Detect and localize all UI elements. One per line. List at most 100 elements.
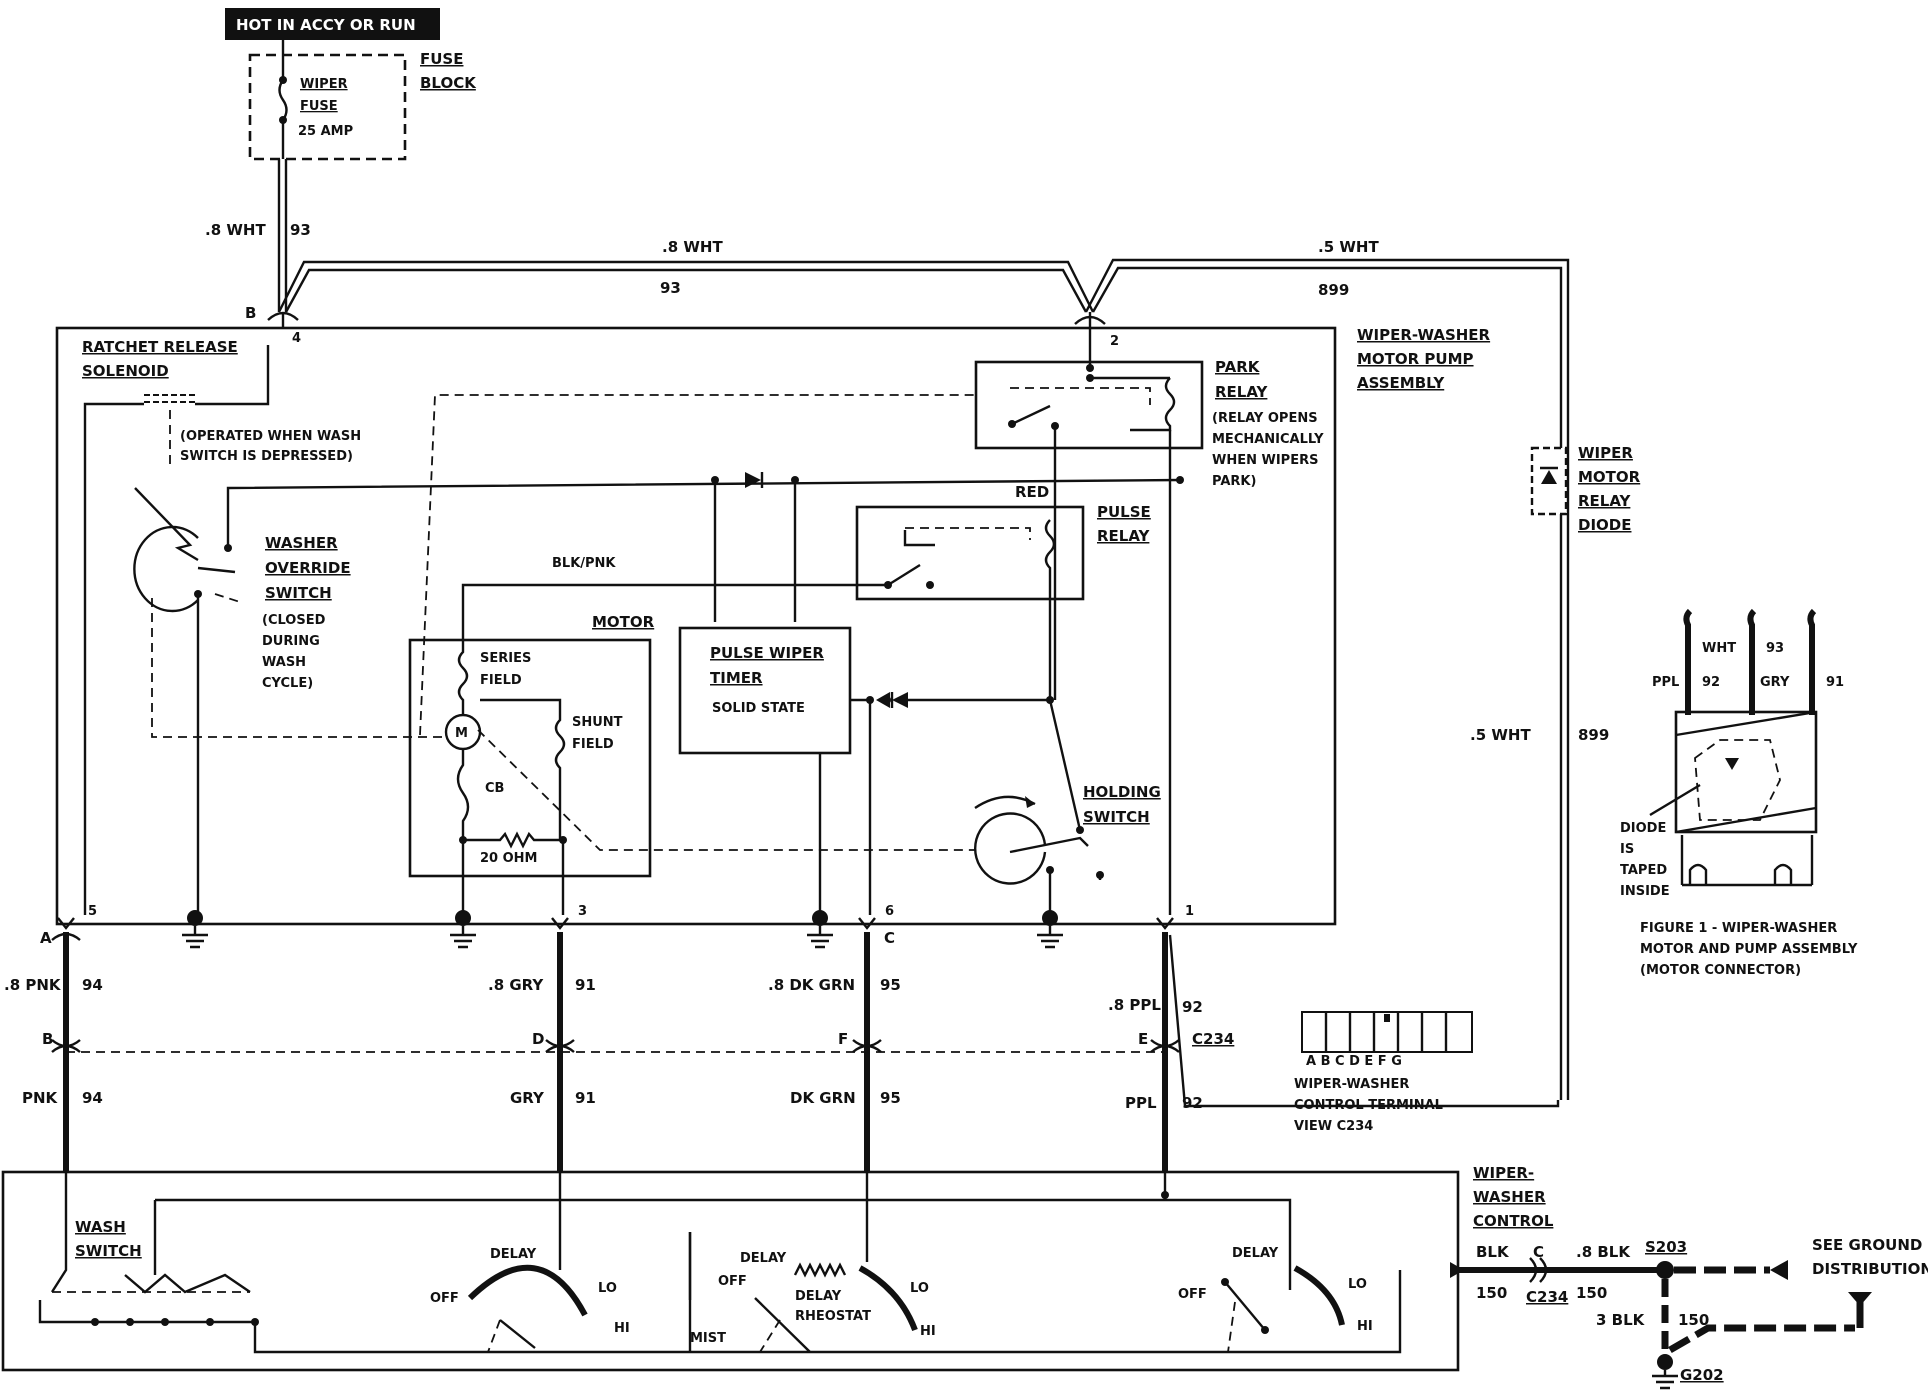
park-relay-note-4: PARK): [1212, 474, 1256, 489]
timer-sub: SOLID STATE: [712, 701, 805, 716]
ground-circuit: BLK C 150 C234 .8 BLK 150 S203 SEE GROUN…: [1450, 1236, 1928, 1390]
override-note-2: DURING: [262, 634, 320, 649]
diode-label-3: RELAY: [1578, 492, 1632, 510]
diode-label-1: WIPER: [1578, 444, 1633, 462]
right-wire-gauge: .5 WHT: [1318, 238, 1379, 256]
fig1-gry: GRY: [1760, 675, 1790, 690]
pin-2-label: 2: [1110, 334, 1119, 349]
holding-title-1: HOLDING: [1083, 783, 1161, 801]
delay-label-2: DELAY: [740, 1251, 787, 1266]
w92-gauge: .8 PPL: [1108, 996, 1161, 1014]
pulse-relay-red-wire: RED: [1015, 483, 1049, 501]
override-note-4: CYCLE): [262, 676, 313, 691]
c234-e-label: E: [1138, 1030, 1148, 1048]
figure-1-motor-connector: WHT 93 PPL 92 GRY 91 DIODE IS TAPED INSI…: [1620, 608, 1858, 978]
fig1-diode-4: INSIDE: [1620, 884, 1670, 899]
wiper-fuse-label-1: WIPER: [300, 77, 348, 92]
rheostat-label-2: RHEOSTAT: [795, 1309, 871, 1324]
hi-label-2: HI: [920, 1324, 936, 1339]
hi-label-3: HI: [1357, 1319, 1373, 1334]
connector-pin-2: 2: [1074, 312, 1119, 372]
fig1-diode-3: TAPED: [1620, 863, 1667, 878]
solenoid-title-2: SOLENOID: [82, 362, 169, 380]
terminal-caption-1: WIPER-WASHER: [1294, 1077, 1409, 1092]
ground-s203: S203: [1645, 1238, 1687, 1256]
fig1-diode-2: IS: [1620, 842, 1634, 857]
ground-blk: BLK: [1476, 1243, 1510, 1261]
l91-circuit: 91: [575, 1089, 596, 1107]
motor-series-label-2: FIELD: [480, 673, 522, 688]
ground-c234: C234: [1526, 1288, 1568, 1306]
pin-4-label: 4: [292, 331, 301, 346]
timer-title-2: TIMER: [710, 669, 763, 687]
park-relay-title-2: RELAY: [1215, 383, 1269, 401]
diode-label-4: DIODE: [1578, 516, 1631, 534]
ground-see-2: DISTRIBUTION: [1812, 1260, 1928, 1278]
assembly-title-1: WIPER-WASHER: [1357, 326, 1491, 344]
fig1-c92: 92: [1702, 675, 1720, 690]
ground-g202: G202: [1680, 1366, 1724, 1384]
right-wire-circuit: 899: [1318, 281, 1349, 299]
hot-label: HOT IN ACCY OR RUN: [225, 8, 440, 40]
pin-1-label: 1: [1185, 904, 1194, 919]
delay-label-1: DELAY: [490, 1247, 537, 1262]
connector-b-pin-4: B 4: [245, 304, 301, 346]
fig1-caption-2: MOTOR AND PUMP ASSEMBLY: [1640, 942, 1858, 957]
control-title-3: CONTROL: [1473, 1212, 1554, 1230]
hi-label-1: HI: [614, 1321, 630, 1336]
wiper-motor-relay-diode: WIPER MOTOR RELAY DIODE: [1530, 444, 1641, 534]
lo-label-1: LO: [598, 1281, 617, 1296]
terminal-caption-2: CONTROL TERMINAL: [1294, 1098, 1443, 1113]
feed-wire-gauge: .8 WHT: [205, 221, 266, 239]
fig1-ppl: PPL: [1652, 675, 1679, 690]
wash-switch-label-1: WASH: [75, 1218, 126, 1236]
fig1-c91: 91: [1826, 675, 1844, 690]
w91-gauge: .8 GRY: [488, 976, 544, 994]
fig1-c93: 93: [1766, 641, 1784, 656]
fuse-block-label-2: BLOCK: [420, 74, 477, 92]
w92-circuit: 92: [1182, 998, 1203, 1016]
diode-label-2: MOTOR: [1578, 468, 1641, 486]
lo-label-3: LO: [1348, 1277, 1367, 1292]
mid-wire-circuit: 93: [660, 279, 681, 297]
control-title-1: WIPER-: [1473, 1164, 1534, 1182]
wiper-knob-1: [467, 1264, 588, 1317]
w95-circuit: 95: [880, 976, 901, 994]
fig1-diode-1: DIODE: [1620, 821, 1666, 836]
top-rail-diode: [711, 430, 1184, 915]
holding-switch: HOLDING SWITCH: [973, 699, 1161, 915]
mist-label: MIST: [690, 1331, 726, 1346]
fuse-block-label-1: FUSE: [420, 50, 463, 68]
fig1-caption-3: (MOTOR CONNECTOR): [1640, 963, 1801, 978]
park-relay-note-2: MECHANICALLY: [1212, 432, 1324, 447]
park-relay: PARK RELAY (RELAY OPENS MECHANICALLY WHE…: [974, 358, 1324, 700]
motor-shunt-label-2: FIELD: [572, 737, 614, 752]
mid-wire-gauge: .8 WHT: [662, 238, 723, 256]
solenoid-title-1: RATCHET RELEASE: [82, 338, 238, 356]
washer-override-switch: WASHER OVERRIDE SWITCH (CLOSED DURING WA…: [133, 478, 1181, 912]
wiper-fuse-label-2: FUSE: [300, 99, 338, 114]
harness-wire-91: .8 GRY 91 D GRY 91: [488, 932, 596, 1172]
solenoid-note-2: SWITCH IS DEPRESSED): [180, 449, 353, 464]
c234-d-label: D: [532, 1030, 544, 1048]
override-title-1: WASHER: [265, 534, 338, 552]
feed-wire-circuit: 93: [290, 221, 311, 239]
connector-b-label: B: [245, 304, 256, 322]
override-note-3: WASH: [262, 655, 306, 670]
motor-pump-assembly: [55, 326, 1337, 926]
l92-color: PPL: [1125, 1094, 1157, 1112]
override-title-2: OVERRIDE: [265, 559, 351, 577]
motor: MOTOR M SERIES FIELD SHUNT FIELD CB 20 O…: [408, 613, 975, 915]
pulse-wiper-timer: PULSE WIPER TIMER SOLID STATE: [678, 626, 1054, 915]
park-relay-title-1: PARK: [1215, 358, 1261, 376]
w94-gauge: .8 PNK: [4, 976, 62, 994]
ground-circuit-150a: 150: [1576, 1284, 1607, 1302]
wiper-washer-control: WIPER- WASHER CONTROL WASH SWITCH DELAY …: [1, 1164, 1554, 1372]
side-wire-gauge: .5 WHT: [1470, 726, 1531, 744]
motor-title: MOTOR: [592, 613, 655, 631]
l94-color: PNK: [22, 1089, 59, 1107]
control-title-2: WASHER: [1473, 1188, 1546, 1206]
pin-3-label: 3: [578, 904, 587, 919]
wiper-knob-3: [1293, 1265, 1345, 1326]
motor-symbol: M: [455, 726, 468, 741]
